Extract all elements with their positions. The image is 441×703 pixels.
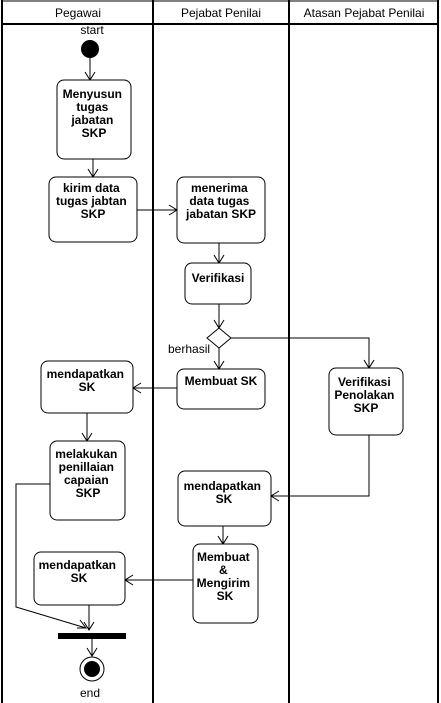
activity-label: mendapatkan SK bbox=[39, 558, 120, 585]
join-bar bbox=[58, 633, 126, 639]
activity-label: melakukan penillaian capaian SKP bbox=[55, 447, 120, 500]
activity-melakukan-penilaian-capaian-skp: melakukan penillaian capaian SKP bbox=[49, 440, 126, 521]
activity-membuat-sk: Membuat SK bbox=[176, 368, 266, 410]
arrowhead bbox=[77, 619, 87, 629]
activity-verifikasi-penolakan-skp: Verifikasi Penolakan SKP bbox=[328, 367, 404, 436]
activity-label: Membuat & Mengirim SK bbox=[197, 550, 254, 603]
activity-box bbox=[176, 176, 266, 244]
flow-a8-join bbox=[15, 483, 87, 629]
activity-kirim-data-tugas-jabtan-skp: kirim data tugas jabtan SKP bbox=[48, 176, 138, 243]
activity-box bbox=[192, 543, 259, 624]
lane-title-pegawai: Pegawai bbox=[55, 6, 101, 20]
end-label: end bbox=[80, 686, 100, 700]
activity-box bbox=[177, 470, 272, 527]
activity-label: mendapatkan SK bbox=[184, 479, 265, 506]
activity-menyusun-tugas-jabatan-skp: Menyusun tugas jabatan SKP bbox=[56, 79, 132, 160]
activity-label: kirim data tugas jabtan SKP bbox=[56, 181, 130, 221]
activity-membuat-mengirim-sk: Membuat & Mengirim SK bbox=[192, 543, 259, 624]
activity-box bbox=[49, 440, 126, 521]
activity-label: Menyusun tugas jabatan SKP bbox=[63, 87, 126, 140]
activity-box bbox=[176, 368, 266, 410]
activity-box bbox=[56, 79, 132, 160]
activity-label: mendapatkan SK bbox=[47, 367, 128, 394]
activity-label: menerima data tugas jabatan SKP bbox=[185, 181, 256, 221]
activity-box bbox=[328, 367, 404, 436]
lane-title-pejabat-penilai: Pejabat Penilai bbox=[181, 6, 261, 20]
activity-menerima-data-tugas-jabatan-skp: menerima data tugas jabatan SKP bbox=[176, 176, 266, 244]
decision-node bbox=[206, 327, 232, 349]
activity-mendapatkan-sk-2: mendapatkan SK bbox=[177, 470, 272, 527]
activity-verifikasi: Verifikasi bbox=[184, 262, 252, 305]
activity-box bbox=[184, 262, 252, 305]
arrowhead bbox=[83, 621, 95, 631]
activity-mendapatkan-sk-1: mendapatkan SK bbox=[40, 360, 134, 414]
flow-a7-a9 bbox=[271, 435, 370, 497]
activity-box bbox=[48, 176, 138, 243]
activity-label: Membuat SK bbox=[185, 374, 258, 388]
activity-mendapatkan-sk-3: mendapatkan SK bbox=[33, 551, 126, 606]
decision-label: berhasil bbox=[168, 342, 210, 356]
lane-title-atasan-pejabat-penilai: Atasan Pejabat Penilai bbox=[304, 6, 425, 20]
flow-decision-a7 bbox=[231, 337, 370, 368]
start-node bbox=[81, 40, 99, 58]
start-label: start bbox=[80, 23, 104, 37]
activity-label: Verifikasi Penolakan SKP bbox=[334, 375, 397, 415]
activity-label: Verifikasi bbox=[192, 271, 245, 285]
activity-box bbox=[33, 551, 126, 606]
activity-box bbox=[40, 360, 134, 414]
arrowhead bbox=[86, 647, 98, 657]
end-node bbox=[84, 661, 100, 677]
